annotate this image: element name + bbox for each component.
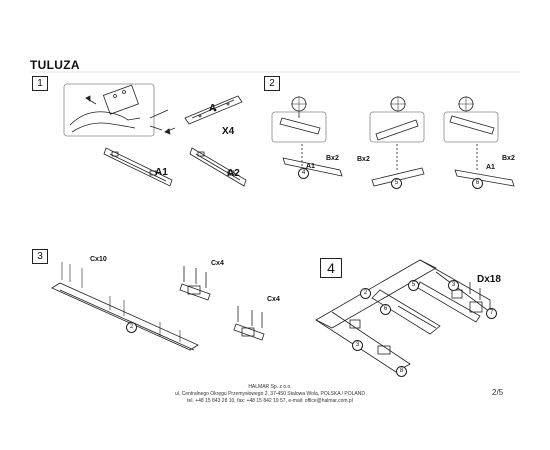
step2-label-bx2-left: Bx2 [326, 155, 339, 162]
step2-part-left: 4 [298, 168, 309, 179]
step2-part-mid: 5 [391, 178, 402, 189]
step4-part-2: 2 [360, 288, 371, 299]
step4-part-3a: 3 [448, 280, 459, 291]
step1-slide-A1 [103, 147, 173, 187]
company-footer: HALMAR Sp. z o.o. ul. Centralnego Okręgu… [110, 384, 430, 405]
step2-right-drawing [443, 96, 515, 187]
step4-part-6: 6 [380, 304, 391, 315]
step1-label-a2: A2 [227, 168, 240, 179]
step4-part-8: 8 [396, 366, 407, 377]
step-number-2: 2 [264, 76, 280, 91]
step3-part-2: 2 [126, 322, 137, 333]
document-title: TULUZA [30, 58, 80, 72]
page-number: 2/5 [492, 388, 504, 397]
footer-contact: tel. +48 15 843 28 10, fax: +48 15 842 1… [187, 398, 353, 404]
step4-label-dx18: Dx18 [477, 274, 501, 285]
step-number-1: 1 [32, 76, 48, 91]
step2-label-a1-left: A1 [306, 163, 315, 170]
step1-slide-A [164, 95, 243, 135]
step3-bottom-bracket [233, 306, 265, 341]
step4-part-3b: 3 [352, 340, 363, 351]
step-number-3: 3 [32, 249, 48, 264]
step2-label-bx2-mid: Bx2 [357, 156, 370, 163]
step1-label-a1: A1 [155, 167, 168, 178]
step2-label-bx2-right: Bx2 [502, 155, 515, 162]
footer-company-name: HALMAR Sp. z o.o. [248, 384, 292, 390]
step4-frame [315, 259, 491, 373]
step2-left-drawing [271, 96, 343, 177]
step3-top-bracket [179, 266, 211, 301]
step2-label-a1-right: A1 [486, 164, 495, 171]
step3-label-cx4-top: Cx4 [211, 260, 224, 267]
step4-part-7: 7 [486, 308, 497, 319]
step1-slide-A2 [189, 147, 247, 187]
step3-long-rail [51, 262, 199, 351]
step4-part-5: 5 [408, 280, 419, 291]
step2-part-right: 6 [472, 178, 483, 189]
step3-label-cx4-bottom: Cx4 [267, 296, 280, 303]
step1-label-x4: X4 [222, 126, 235, 137]
step-number-4: 4 [320, 258, 342, 278]
step1-label-a: A [209, 103, 217, 114]
footer-address: ul. Centralnego Okręgu Przemysłowego 2, … [174, 391, 365, 397]
step3-label-cx10: Cx10 [90, 256, 107, 263]
step1-hand-illustration [63, 83, 169, 137]
step2-mid-drawing [369, 96, 425, 187]
